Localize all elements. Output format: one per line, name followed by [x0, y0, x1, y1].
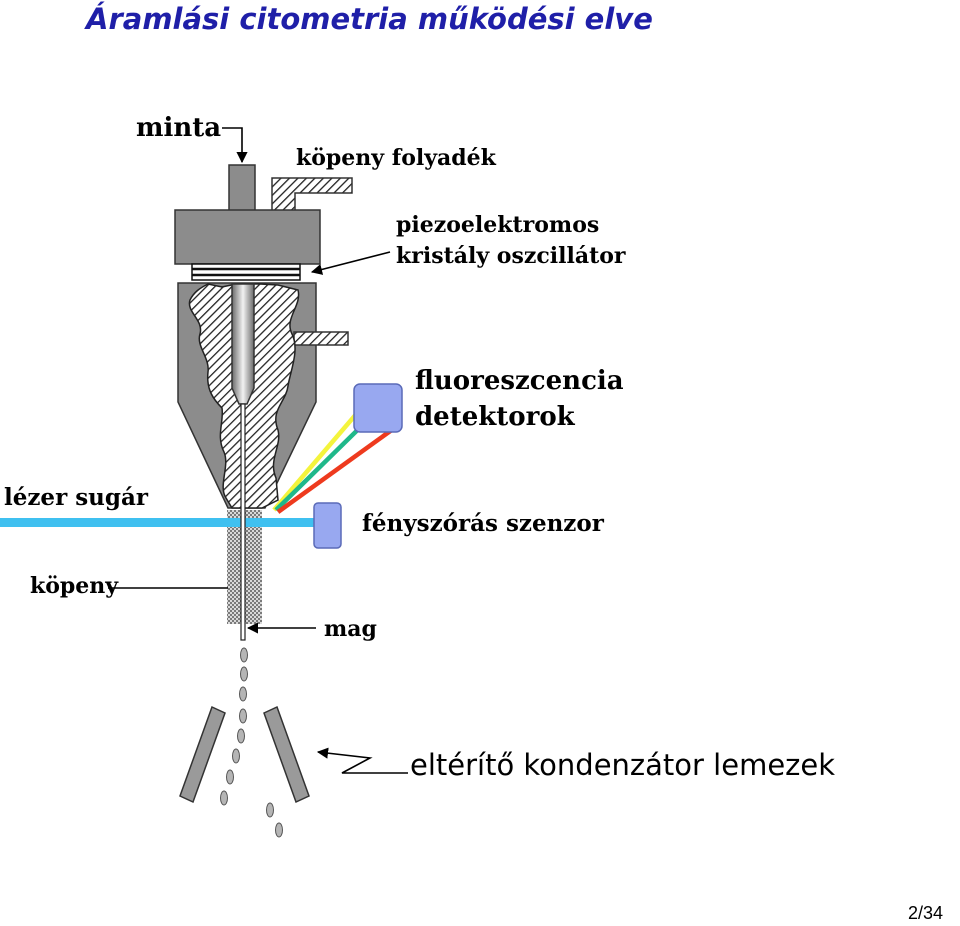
deflection-plate-left — [179, 705, 226, 804]
injection-tube — [231, 283, 255, 405]
droplets — [220, 647, 283, 838]
label-sheath: köpeny — [30, 573, 119, 599]
label-piezo-line2: kristály oszcillátor — [396, 243, 626, 269]
label-laser: lézer sugár — [4, 484, 148, 511]
droplet — [240, 666, 248, 682]
core-stream — [240, 403, 246, 641]
label-piezo-line1: piezoelektromos — [396, 212, 600, 238]
label-sheath-fluid: köpeny folyadék — [296, 145, 496, 171]
droplet — [275, 822, 283, 838]
top-cap — [174, 209, 321, 265]
label-deflection-plates: eltérítő kondenzátor lemezek — [410, 748, 836, 782]
droplet — [239, 708, 247, 724]
droplet — [232, 748, 240, 764]
laser-beam — [0, 518, 314, 527]
arrow-piezo — [310, 251, 391, 275]
label-minta: minta — [136, 113, 222, 143]
droplet — [237, 728, 245, 744]
beam-red — [276, 422, 402, 514]
sample-inlet — [228, 164, 256, 212]
droplet — [220, 790, 228, 806]
droplet — [226, 769, 234, 785]
droplet — [239, 686, 247, 702]
label-fluorescence-line2: detektorok — [415, 402, 575, 432]
droplet — [240, 647, 248, 663]
deflection-plate-right — [263, 705, 310, 804]
label-core: mag — [324, 616, 377, 642]
label-fluorescence-line1: fluoreszcencia — [415, 366, 624, 396]
fluorescence-detector — [353, 383, 403, 433]
arrow-deflection — [316, 747, 408, 774]
droplet — [266, 802, 274, 818]
arrow-minta — [222, 127, 248, 164]
side-port — [293, 331, 349, 346]
piezo-crystal — [191, 263, 301, 281]
label-scatter-sensor: fényszórás szenzor — [362, 510, 604, 537]
slide-title: Áramlási citometria működési elve — [86, 2, 653, 36]
page-number: 2/34 — [908, 903, 944, 923]
scatter-sensor — [313, 502, 342, 549]
sheath-fluid-inlet — [271, 177, 353, 212]
